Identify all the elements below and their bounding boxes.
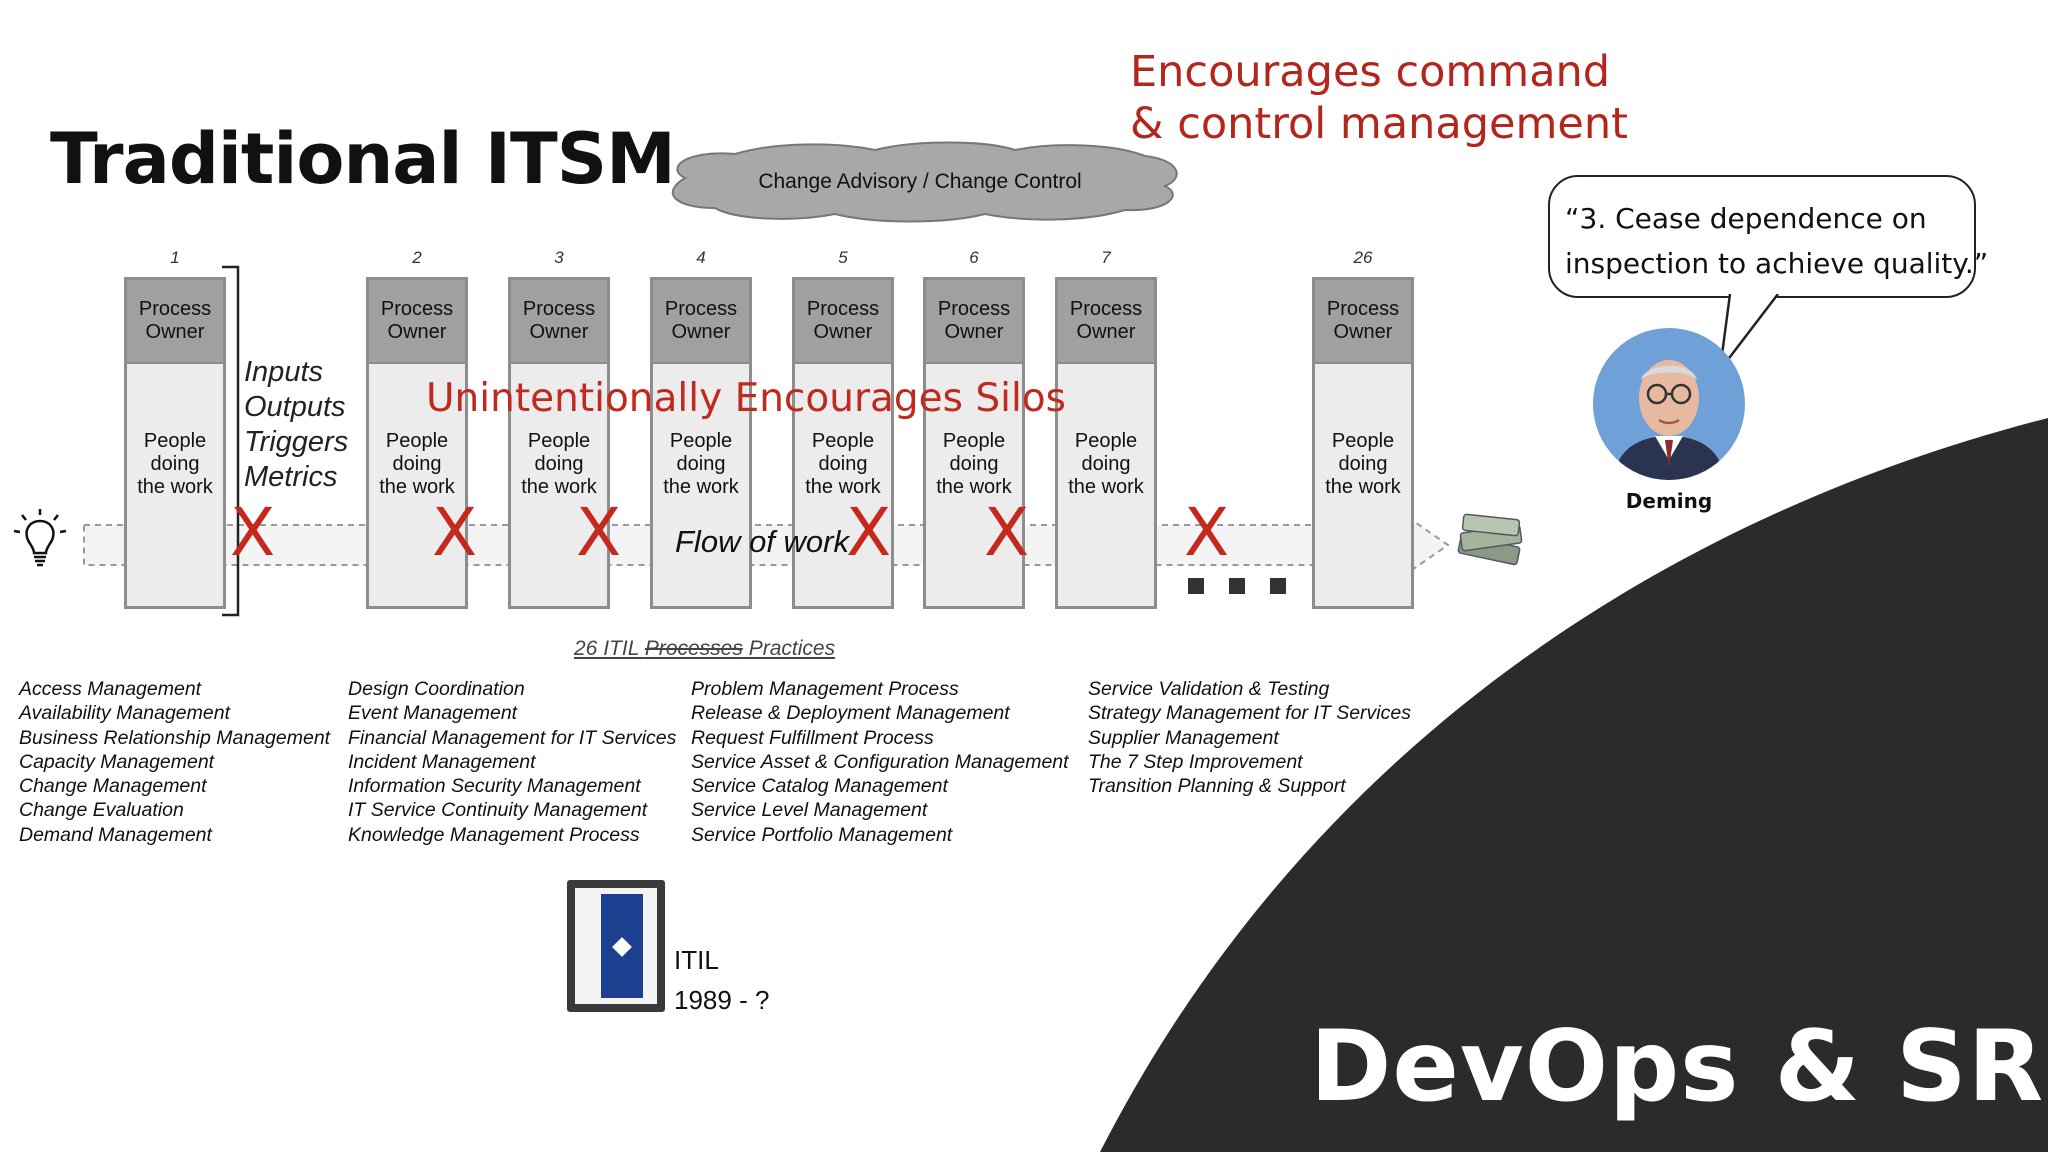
people-doing-work-label: People doing the work bbox=[936, 430, 1012, 498]
practice-item: Service Level Management bbox=[691, 799, 928, 822]
process-owner-label: Process Owner bbox=[1315, 280, 1411, 364]
itil-practices-heading: 26 ITIL Processes Practices bbox=[574, 637, 835, 661]
process-column: Process Owner People doing the work bbox=[366, 277, 468, 609]
practice-item: Financial Management for IT Services bbox=[348, 726, 677, 749]
process-owner-label: Process Owner bbox=[369, 280, 465, 364]
practice-item: Service Portfolio Management bbox=[691, 823, 953, 846]
process-column: Process Owner People doing the work bbox=[124, 277, 226, 609]
deming-name: Deming bbox=[1625, 489, 1713, 513]
practice-item: Access Management bbox=[19, 678, 202, 700]
people-doing-work-label: People doing the work bbox=[521, 430, 597, 498]
practice-item: Strategy Management for IT Services bbox=[1088, 702, 1411, 725]
practices-column: Access Management Availability Managemen… bbox=[19, 677, 330, 847]
practices-column: Problem Management Process Release & Dep… bbox=[691, 677, 1069, 847]
practice-item: Demand Management bbox=[19, 823, 212, 846]
process-number: 2 bbox=[412, 248, 422, 267]
portrait-icon bbox=[1613, 360, 1725, 480]
x-mark: X bbox=[230, 494, 276, 571]
people-doing-work-label: People doing the work bbox=[1325, 430, 1401, 498]
practice-item: Change Management bbox=[19, 775, 207, 798]
io-labels: Inputs Outputs Triggers Metrics bbox=[244, 356, 349, 493]
practices-column: Service Validation & Testing Strategy Ma… bbox=[1088, 677, 1411, 798]
itil-caption: ITIL 1989 - ? bbox=[674, 945, 770, 1015]
people-doing-work-label: People doing the work bbox=[1068, 430, 1144, 498]
people-doing-work-label: People doing the work bbox=[137, 430, 213, 498]
process-column: Process Owner People doing the work bbox=[1312, 277, 1414, 609]
practice-item: Capacity Management bbox=[19, 750, 215, 773]
practice-item: Service Validation & Testing bbox=[1088, 678, 1330, 700]
process-owner-label: Process Owner bbox=[795, 280, 891, 364]
process-owner-label: Process Owner bbox=[127, 280, 223, 364]
x-mark: X bbox=[1184, 494, 1230, 571]
deming-avatar bbox=[1593, 328, 1745, 480]
command-control-note: Encourages command & control management bbox=[1130, 47, 1628, 149]
process-number: 7 bbox=[1101, 248, 1111, 267]
silos-label: Unintentionally Encourages Silos bbox=[426, 376, 1066, 421]
process-number: 5 bbox=[838, 248, 848, 267]
practice-item: Service Asset & Configuration Management bbox=[691, 750, 1069, 773]
practices-column: Design Coordination Event Management Fin… bbox=[348, 677, 676, 847]
money-stack-icon bbox=[1457, 513, 1523, 566]
people-doing-work-label: People doing the work bbox=[663, 430, 739, 498]
process-owner-label: Process Owner bbox=[511, 280, 607, 364]
process-number: 6 bbox=[969, 248, 979, 267]
practice-item: Request Fulfillment Process bbox=[691, 726, 934, 749]
process-number: 4 bbox=[696, 248, 706, 267]
flow-of-work-label: Flow of work bbox=[675, 524, 849, 559]
people-doing-work-label: People doing the work bbox=[379, 430, 455, 498]
practice-item: Service Catalog Management bbox=[691, 775, 948, 798]
practice-item: Supplier Management bbox=[1088, 726, 1279, 749]
process-column: Process Owner People doing the work bbox=[508, 277, 610, 609]
x-mark: X bbox=[984, 494, 1030, 571]
process-column: Process Owner People doing the work bbox=[792, 277, 894, 609]
practice-item: Incident Management bbox=[348, 750, 536, 773]
practice-item: Change Evaluation bbox=[19, 799, 184, 822]
itil-heading-suffix: Practices bbox=[742, 637, 836, 660]
x-mark: X bbox=[846, 494, 892, 571]
practice-item: The 7 Step Improvement bbox=[1088, 750, 1303, 773]
process-number: 1 bbox=[170, 248, 180, 267]
x-mark: X bbox=[432, 494, 478, 571]
itil-heading-prefix: 26 ITIL bbox=[574, 637, 645, 660]
ellipsis-dot bbox=[1188, 578, 1204, 594]
process-number: 3 bbox=[554, 248, 564, 267]
practice-item: Business Relationship Management bbox=[19, 726, 331, 749]
page-title: Traditional ITSM bbox=[50, 118, 676, 200]
deming-quote: “3. Cease dependence on inspection to ac… bbox=[1565, 202, 1989, 280]
practice-item: Problem Management Process bbox=[691, 678, 959, 700]
cloud-label: Change Advisory / Change Control bbox=[758, 170, 1082, 193]
process-owner-label: Process Owner bbox=[1058, 280, 1154, 364]
practice-item: IT Service Continuity Management bbox=[348, 799, 648, 822]
process-column: Process Owner People doing the work bbox=[1055, 277, 1157, 609]
practice-item: Knowledge Management Process bbox=[348, 823, 640, 846]
practice-item: Transition Planning & Support bbox=[1088, 775, 1346, 798]
change-control-cloud bbox=[671, 141, 1178, 223]
process-owner-label: Process Owner bbox=[653, 280, 749, 364]
practice-item: Availability Management bbox=[19, 702, 231, 725]
itil-heading-struck: Processes bbox=[644, 637, 743, 660]
process-number: 26 bbox=[1353, 248, 1373, 267]
process-column: Process Owner People doing the work bbox=[923, 277, 1025, 609]
practice-item: Release & Deployment Management bbox=[691, 702, 1010, 725]
process-column: Process Owner People doing the work bbox=[650, 277, 752, 609]
x-mark: X bbox=[576, 494, 622, 571]
practice-item: Event Management bbox=[348, 702, 518, 725]
ellipsis-dot bbox=[1229, 578, 1245, 594]
practice-item: Design Coordination bbox=[348, 678, 525, 700]
practice-item: Information Security Management bbox=[348, 775, 641, 798]
devops-sre-label: DevOps & SRE bbox=[1310, 1010, 2048, 1124]
process-owner-label: Process Owner bbox=[926, 280, 1022, 364]
io-bracket bbox=[222, 265, 240, 617]
lightbulb-icon bbox=[13, 509, 67, 567]
people-doing-work-label: People doing the work bbox=[805, 430, 881, 498]
ellipsis-dot bbox=[1270, 578, 1286, 594]
itil-book-image bbox=[567, 880, 665, 1012]
